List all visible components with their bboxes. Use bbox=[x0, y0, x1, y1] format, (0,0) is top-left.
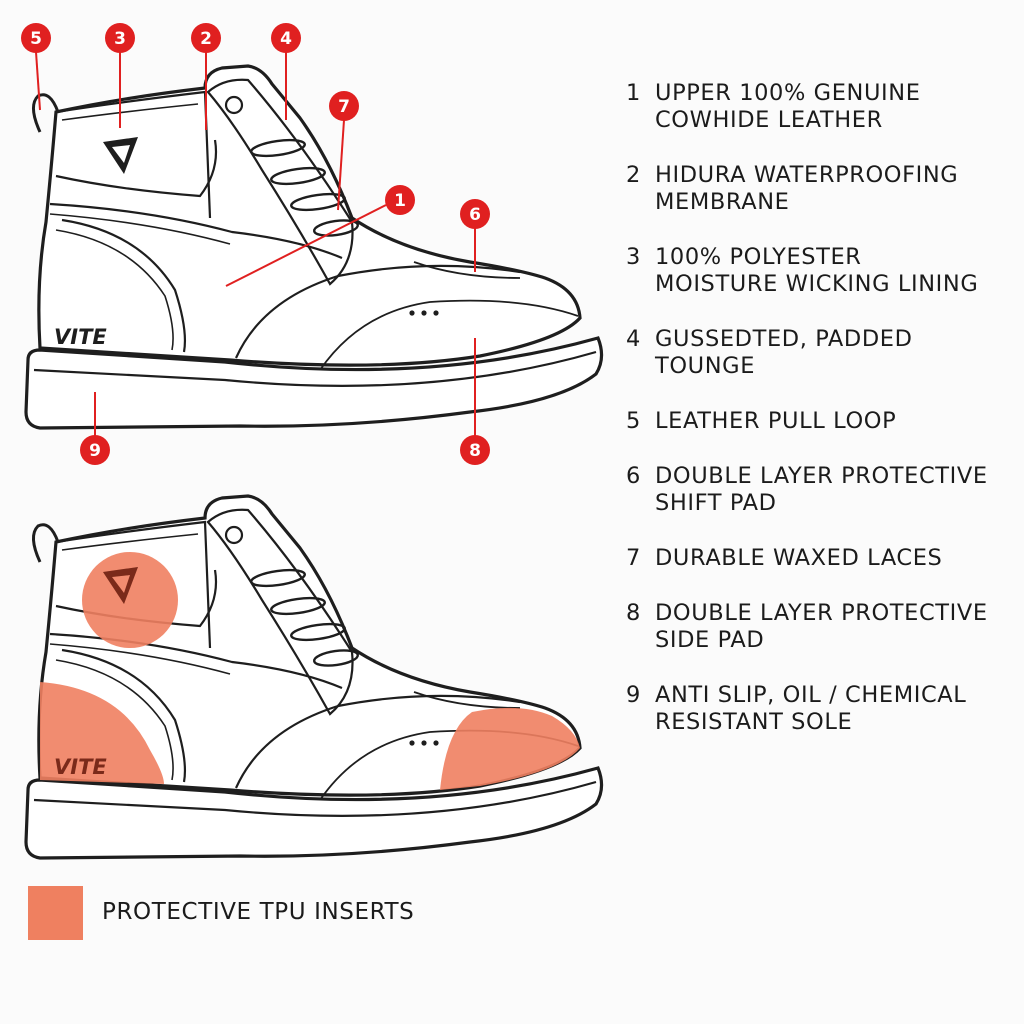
callout-marker: 7 bbox=[329, 91, 359, 121]
feature-number: 5 bbox=[626, 408, 641, 434]
callout-marker: 1 bbox=[385, 185, 415, 215]
boot-outline-bottom: VITE bbox=[24, 494, 604, 860]
boot-outline-top: VITE bbox=[24, 64, 604, 430]
feature-item: 6 DOUBLE LAYER PROTECTIVE SHIFT PAD bbox=[626, 463, 1018, 517]
callout-marker: 6 bbox=[460, 199, 490, 229]
feature-text: DOUBLE LAYER PROTECTIVE SIDE PAD bbox=[655, 600, 988, 653]
callout-marker: 4 bbox=[271, 23, 301, 53]
feature-number: 4 bbox=[626, 326, 641, 352]
feature-text: HIDURA WATERPROOFING MEMBRANE bbox=[655, 162, 959, 215]
callout-marker: 5 bbox=[21, 23, 51, 53]
feature-item: 2 HIDURA WATERPROOFING MEMBRANE bbox=[626, 162, 1018, 216]
feature-text: GUSSEDTED, PADDED TOUNGE bbox=[655, 326, 913, 379]
feature-number: 1 bbox=[626, 80, 641, 106]
feature-text: DOUBLE LAYER PROTECTIVE SHIFT PAD bbox=[655, 463, 988, 516]
feature-number: 7 bbox=[626, 545, 641, 571]
feature-number: 6 bbox=[626, 463, 641, 489]
svg-text:6: 6 bbox=[469, 205, 481, 225]
svg-text:4: 4 bbox=[280, 29, 292, 49]
tpu-insert-toe bbox=[440, 707, 580, 790]
feature-text: DURABLE WAXED LACES bbox=[655, 545, 943, 571]
svg-text:9: 9 bbox=[89, 441, 101, 461]
feature-number: 2 bbox=[626, 162, 641, 188]
svg-text:8: 8 bbox=[469, 441, 481, 461]
callout-marker: 2 bbox=[191, 23, 221, 53]
feature-item: 9 ANTI SLIP, OIL / CHEMICAL RESISTANT SOL… bbox=[626, 682, 1018, 736]
feature-item: 8 DOUBLE LAYER PROTECTIVE SIDE PAD bbox=[626, 600, 1018, 654]
feature-number: 3 bbox=[626, 244, 641, 270]
feature-text: ANTI SLIP, OIL / CHEMICAL RESISTANT SOLE bbox=[655, 682, 967, 735]
feature-item: 5 LEATHER PULL LOOP bbox=[626, 408, 1018, 435]
feature-item: 1 UPPER 100% GENUINE COWHIDE LEATHER bbox=[626, 80, 1018, 134]
feature-text: 100% POLYESTER MOISTURE WICKING LINING bbox=[655, 244, 979, 297]
feature-item: 7 DURABLE WAXED LACES bbox=[626, 545, 1018, 572]
callout-marker: 9 bbox=[80, 435, 110, 465]
legend-label: PROTECTIVE TPU INSERTS bbox=[102, 899, 415, 925]
tpu-insert-ankle bbox=[82, 552, 178, 648]
legend-swatch bbox=[28, 886, 83, 940]
svg-text:3: 3 bbox=[114, 29, 126, 49]
svg-text:7: 7 bbox=[338, 97, 350, 117]
brand-label-top: VITE bbox=[54, 325, 107, 349]
brand-label-bottom: VITE bbox=[54, 755, 107, 779]
svg-text:5: 5 bbox=[30, 29, 42, 49]
feature-number: 8 bbox=[626, 600, 641, 626]
callout-marker: 8 bbox=[460, 435, 490, 465]
feature-text: UPPER 100% GENUINE COWHIDE LEATHER bbox=[655, 80, 921, 133]
feature-number: 9 bbox=[626, 682, 641, 708]
svg-text:2: 2 bbox=[200, 29, 212, 49]
svg-text:1: 1 bbox=[394, 191, 406, 211]
callout-marker: 3 bbox=[105, 23, 135, 53]
feature-item: 3 100% POLYESTER MOISTURE WICKING LINING bbox=[626, 244, 1018, 298]
callout-leaders bbox=[35, 51, 476, 436]
feature-list: 1 UPPER 100% GENUINE COWHIDE LEATHER 2 HID… bbox=[626, 80, 1018, 764]
feature-item: 4 GUSSEDTED, PADDED TOUNGE bbox=[626, 326, 1018, 380]
tpu-insert-heel bbox=[40, 682, 164, 784]
feature-text: LEATHER PULL LOOP bbox=[655, 408, 897, 434]
